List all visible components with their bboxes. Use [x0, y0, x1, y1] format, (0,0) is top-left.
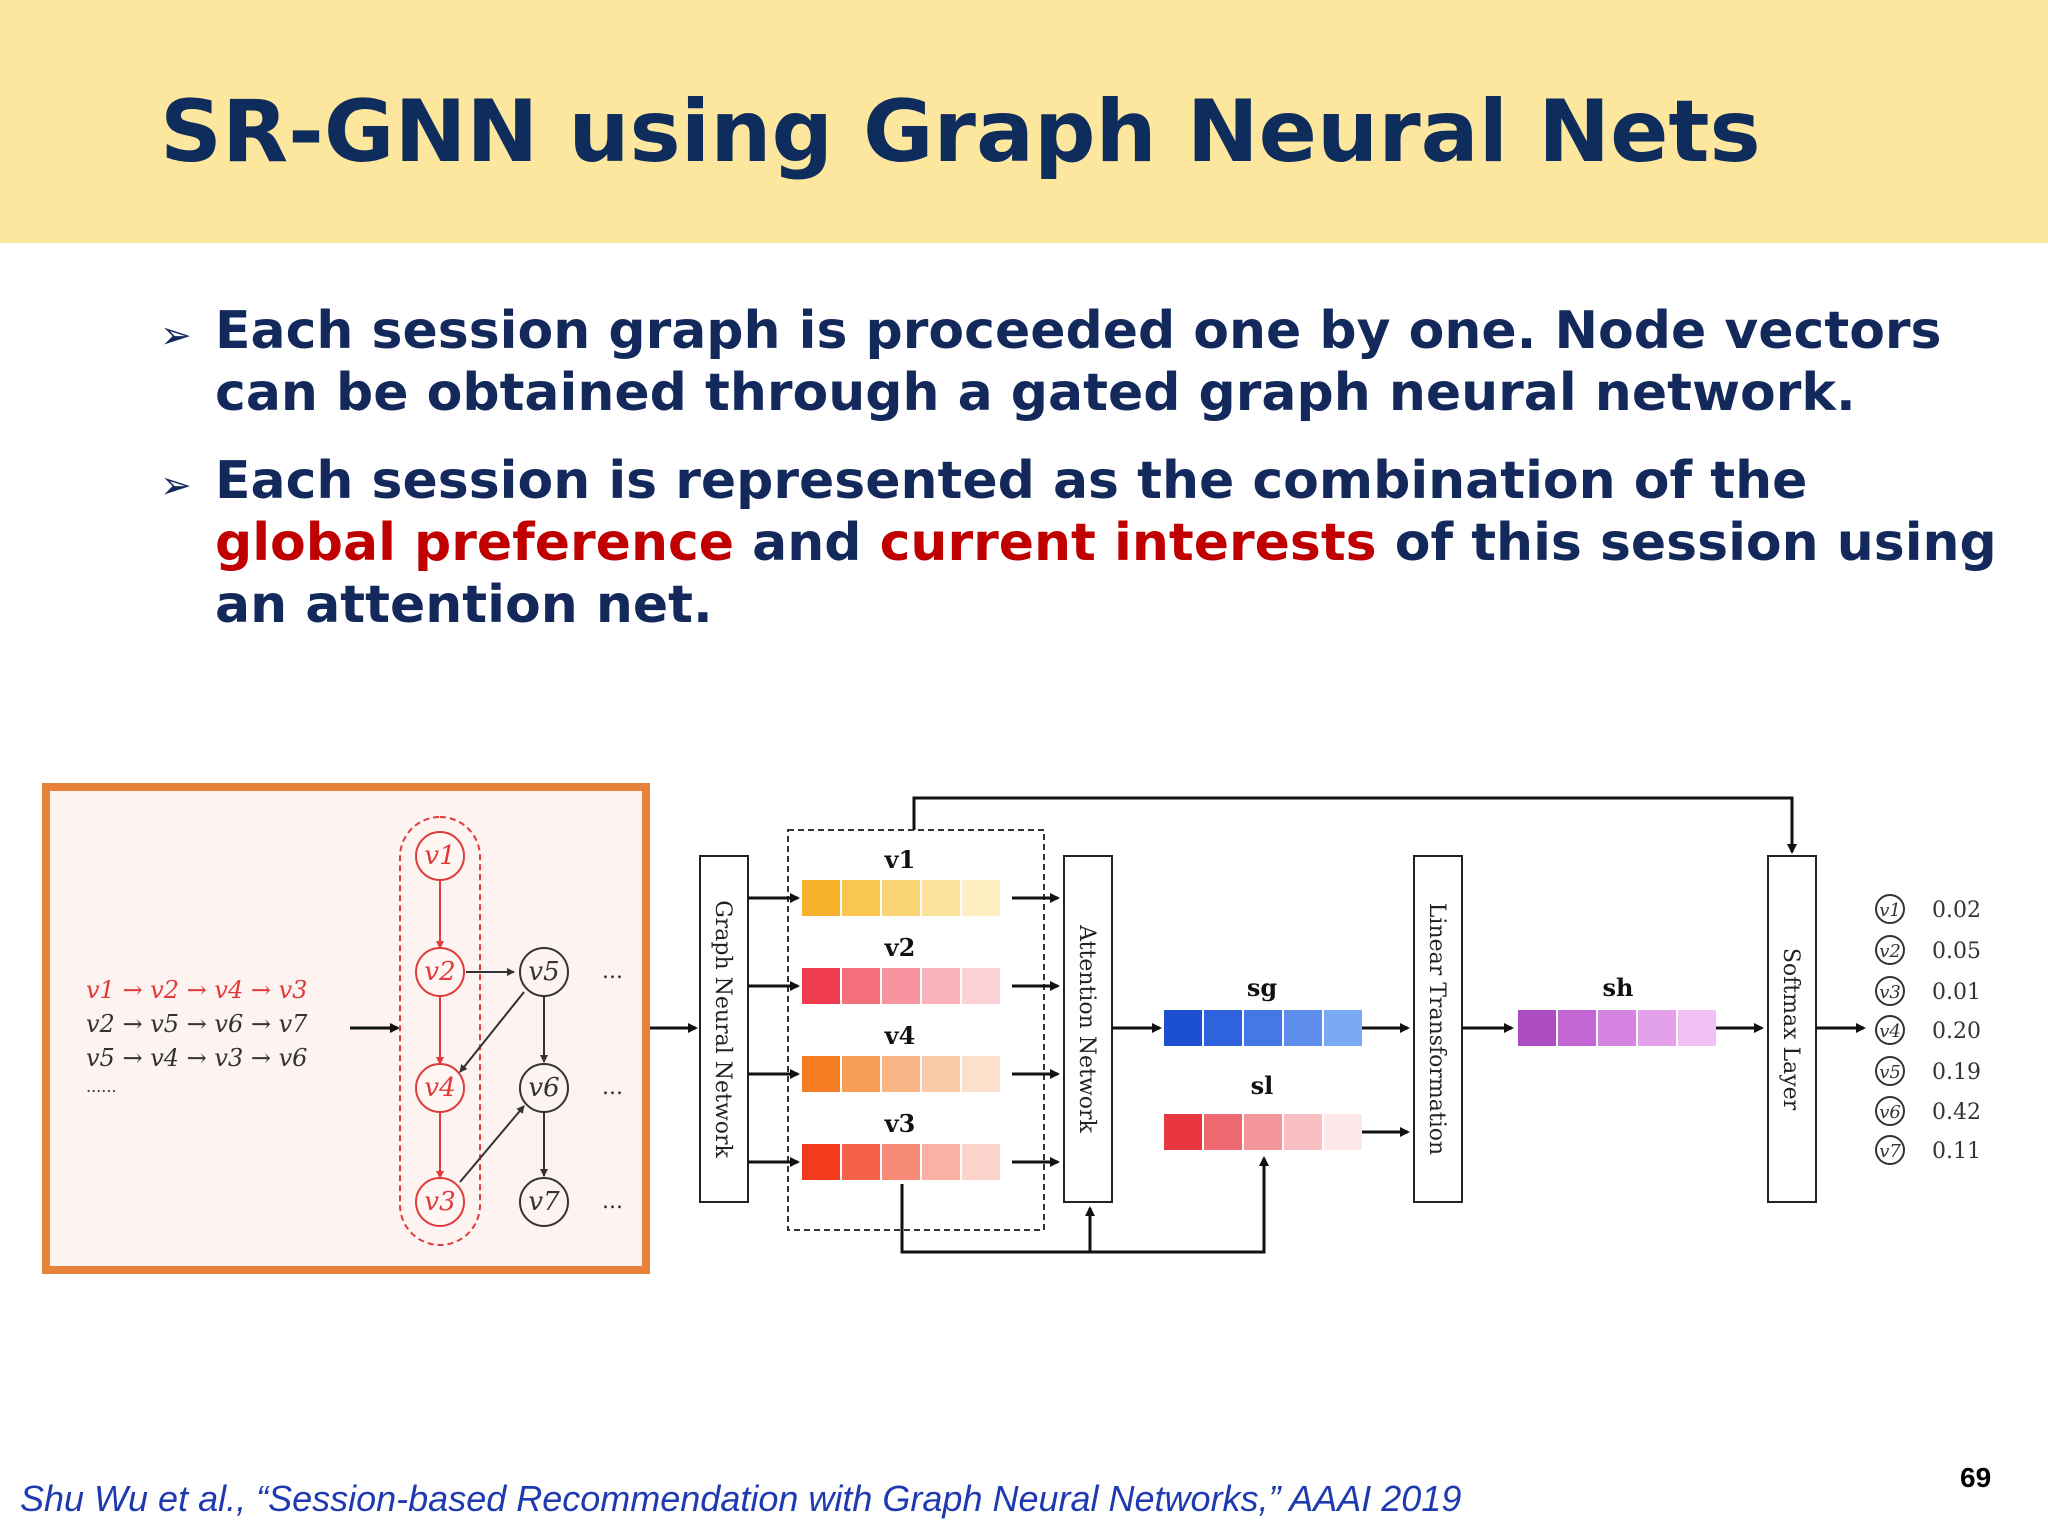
svg-text:v5: v5 [528, 957, 559, 987]
svg-text:0.01: 0.01 [1932, 980, 1981, 1005]
graph-node-v6: v6 [519, 1063, 569, 1113]
graph-ellipsis: ... [602, 1189, 623, 1214]
graph-ellipsis: ... [602, 1075, 623, 1100]
graph-node-v7: v7 [519, 1177, 569, 1227]
sl-vector: sl [1164, 1071, 1362, 1150]
bullet-arrow-icon: ➢ [160, 313, 192, 357]
sh-vector: sh [1518, 973, 1716, 1046]
svg-text:v2: v2 [424, 957, 455, 987]
bullet-text: Each session is represented as the combi… [215, 451, 1808, 511]
svg-text:0.11: 0.11 [1932, 1139, 1981, 1164]
gnn-block: Graph Neural Network [699, 855, 749, 1203]
output-row: v4 0.20 [1875, 1015, 1981, 1045]
softmax-label: Softmax Layer [1778, 948, 1803, 1111]
bullet-item-1: ➢ Each session graph is proceeded one by… [160, 300, 2000, 424]
graph-node-v2: v2 [415, 947, 465, 997]
bullet-text: of this session using an attention net. [215, 513, 1997, 635]
svg-text:v4: v4 [424, 1073, 455, 1103]
svg-text:v3: v3 [1879, 982, 1901, 1003]
svg-text:v1: v1 [424, 841, 455, 871]
svg-text:v2: v2 [1879, 941, 1901, 962]
output-row: v2 0.05 [1875, 935, 1981, 965]
svg-text:0.19: 0.19 [1932, 1060, 1981, 1085]
svg-text:v7: v7 [1879, 1141, 1901, 1162]
attention-label: Attention Network [1074, 924, 1099, 1133]
graph-node-v4: v4 [415, 1063, 465, 1113]
svg-text:v5: v5 [1879, 1062, 1901, 1083]
output-row: v1 0.02 [1875, 894, 1981, 924]
node-vector-v3: v3 [802, 1109, 1000, 1180]
node-vector-region [787, 829, 1045, 1231]
graph-ellipsis: ... [602, 959, 623, 984]
svg-text:sl: sl [1251, 1071, 1274, 1100]
highlight-global-preference: global preference [215, 513, 735, 573]
output-row: v7 0.11 [1875, 1135, 1981, 1165]
graph-node-v1: v1 [415, 831, 465, 881]
title-band [0, 0, 2048, 243]
svg-text:0.02: 0.02 [1932, 898, 1981, 923]
softmax-block: Softmax Layer [1767, 855, 1817, 1203]
highlight-current-interests: current interests [879, 513, 1377, 573]
svg-text:v4: v4 [1879, 1021, 1901, 1042]
session-row-3: v5 → v4 → v3 → v6 [86, 1044, 307, 1072]
graph-node-v5: v5 [519, 947, 569, 997]
output-scores: v1 0.02 v2 0.05 v3 0.01 v4 0.20 v5 0.19 … [1875, 894, 1981, 1165]
svg-text:v4: v4 [884, 1021, 916, 1050]
output-row: v5 0.19 [1875, 1056, 1981, 1086]
linear-transform-block: Linear Transformation [1413, 855, 1463, 1203]
sg-vector: sg [1164, 973, 1362, 1046]
session-graph: v1 v2 v4 v3 v5 v6 v7 ... ... ... [399, 816, 623, 1246]
bullet-item-2: ➢ Each session is represented as the com… [160, 450, 2000, 636]
node-vector-v4: v4 [802, 1021, 1000, 1092]
svg-text:0.42: 0.42 [1932, 1100, 1981, 1125]
graph-node-v3: v3 [415, 1177, 465, 1227]
svg-text:v1: v1 [884, 845, 916, 874]
svg-text:v2: v2 [884, 933, 916, 962]
sr-gnn-architecture-diagram: v1 → v2 → v4 → v3 v2 → v5 → v6 → v7 v5 →… [42, 783, 1981, 1274]
linear-label: Linear Transformation [1424, 903, 1449, 1155]
attention-block: Attention Network [1063, 855, 1113, 1203]
svg-text:0.05: 0.05 [1932, 939, 1981, 964]
svg-text:v3: v3 [884, 1109, 916, 1138]
session-row-2: v2 → v5 → v6 → v7 [86, 1010, 308, 1038]
sessions-ellipsis: ...... [86, 1077, 117, 1096]
citation: Shu Wu et al., “Session-based Recommenda… [20, 1478, 1462, 1519]
svg-text:v6: v6 [1879, 1102, 1901, 1123]
slide-title: SR-GNN using Graph Neural Nets [160, 82, 1761, 182]
svg-text:0.20: 0.20 [1932, 1019, 1981, 1044]
gnn-label: Graph Neural Network [710, 900, 735, 1158]
svg-text:v6: v6 [528, 1073, 559, 1103]
page-number: 69 [1960, 1462, 1992, 1493]
bullet-text: and [734, 513, 880, 573]
svg-text:sg: sg [1247, 973, 1278, 1002]
bullet-list: ➢ Each session graph is proceeded one by… [160, 300, 2000, 662]
session-row-1: v1 → v2 → v4 → v3 [86, 976, 307, 1004]
svg-text:v1: v1 [1879, 900, 1901, 921]
output-row: v3 0.01 [1875, 976, 1981, 1006]
node-vector-v2: v2 [802, 933, 1000, 1004]
svg-text:sh: sh [1603, 973, 1634, 1002]
svg-text:v3: v3 [424, 1187, 455, 1217]
output-row: v6 0.42 [1875, 1096, 1981, 1126]
node-vector-v1: v1 [802, 845, 1000, 916]
session-sequences: v1 → v2 → v4 → v3 v2 → v5 → v6 → v7 v5 →… [86, 976, 308, 1096]
session-highlight-outline [399, 816, 481, 1246]
svg-text:v7: v7 [528, 1187, 560, 1217]
bullet-arrow-icon: ➢ [160, 463, 192, 507]
bullet-text: Each session graph is proceeded one by o… [215, 301, 1942, 423]
